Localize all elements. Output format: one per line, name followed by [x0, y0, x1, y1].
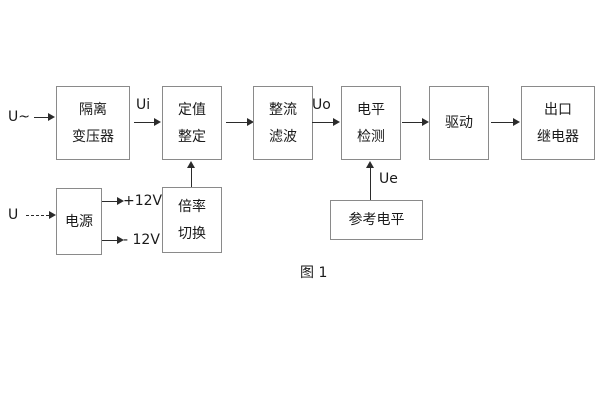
block-multiplier-switch-line2: 切换	[178, 225, 206, 242]
signal-uo-label: Uo	[312, 97, 331, 113]
input-ac-label: U~	[8, 109, 30, 125]
signal-ui-label: Ui	[136, 97, 151, 113]
block-power-supply: 电源	[56, 188, 102, 255]
arrow-rectifier-to-level	[312, 118, 340, 127]
arrow-setting-to-rectifier	[226, 118, 254, 127]
arrow-input-to-isolation	[34, 113, 55, 122]
arrow-multiplier-to-setting	[187, 161, 196, 187]
block-power-supply-line1: 电源	[65, 213, 93, 230]
arrow-rail-positive	[102, 197, 124, 206]
block-rectifier-filter: 整流 滤波	[253, 86, 313, 160]
arrow-drive-to-output-relay	[491, 118, 520, 127]
block-reference-level-line1: 参考电平	[348, 212, 405, 228]
figure-caption: 图 1	[300, 265, 328, 281]
block-rectifier-filter-line2: 滤波	[269, 128, 297, 145]
block-output-relay-line1: 出口	[544, 101, 572, 118]
arrow-input-dc-to-power-supply	[26, 211, 56, 220]
arrow-rail-negative	[102, 236, 124, 245]
rail-negative-label: - 12V	[123, 232, 160, 248]
block-level-detection: 电平 检测	[341, 86, 401, 160]
block-level-detection-line2: 检测	[357, 128, 385, 145]
block-output-relay-line2: 继电器	[537, 128, 579, 145]
block-level-detection-line1: 电平	[357, 101, 385, 118]
block-isolation-transformer-line1: 隔离	[79, 101, 107, 118]
rail-positive-label: +12V	[123, 193, 163, 209]
block-drive: 驱动	[429, 86, 489, 160]
arrow-isolation-to-setting	[134, 118, 161, 127]
block-reference-level: 参考电平	[330, 200, 423, 240]
arrow-level-to-drive	[402, 118, 429, 127]
block-output-relay: 出口 继电器	[521, 86, 595, 160]
block-isolation-transformer-line2: 变压器	[72, 128, 114, 145]
block-isolation-transformer: 隔离 变压器	[56, 86, 130, 160]
block-rectifier-filter-line1: 整流	[269, 101, 297, 118]
block-drive-line1: 驱动	[445, 115, 473, 131]
block-setting-value-line2: 整定	[178, 128, 206, 145]
input-dc-label: U	[8, 207, 19, 223]
block-multiplier-switch-line1: 倍率	[178, 198, 206, 215]
block-setting-value: 定值 整定	[162, 86, 222, 160]
arrow-reference-to-level-detection	[366, 161, 375, 200]
block-multiplier-switch: 倍率 切换	[162, 187, 222, 253]
signal-ue-label: Ue	[379, 171, 398, 187]
block-setting-value-line1: 定值	[178, 101, 206, 118]
